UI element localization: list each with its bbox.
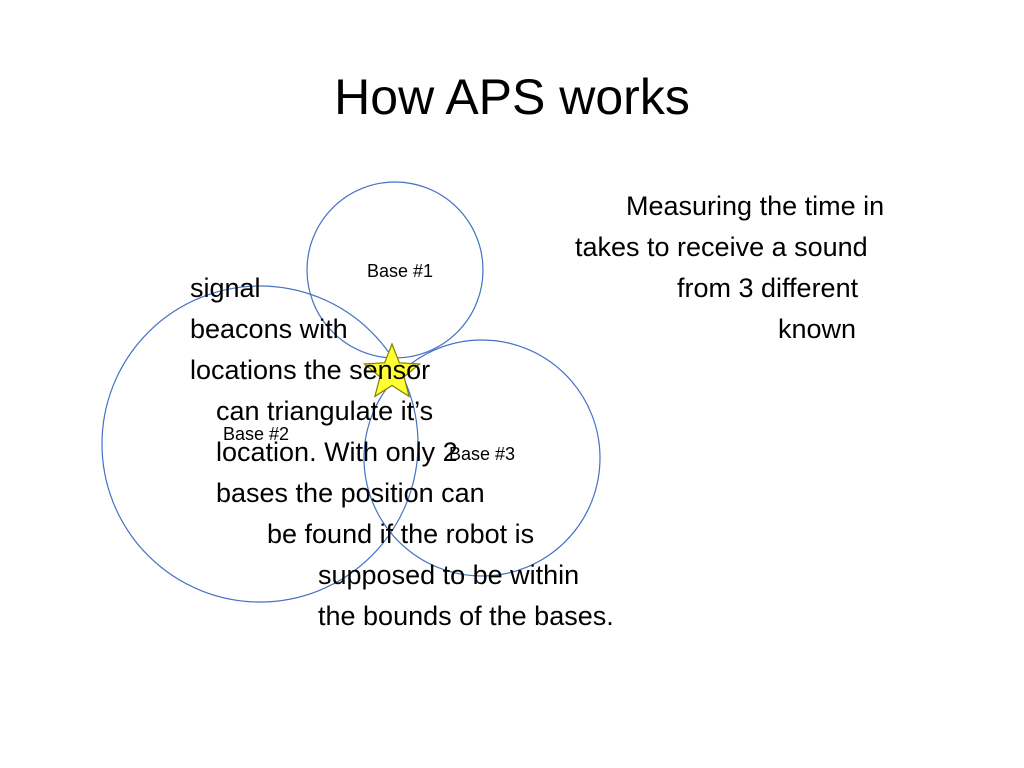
body-text-line: be found if the robot is: [267, 519, 535, 549]
base-2-label: Base #2: [223, 424, 289, 444]
body-text-line: the bounds of the bases.: [318, 601, 614, 631]
body-text-line: signal: [190, 273, 261, 303]
body-text-line: Measuring the time in: [626, 191, 885, 221]
body-text-line: bases the position can: [216, 478, 485, 508]
base-2-circle: [101, 285, 419, 603]
body-text-line: beacons with: [190, 314, 348, 344]
body-text-line: location. With only 2: [216, 437, 458, 467]
body-text-line: supposed to be within: [318, 560, 580, 590]
base-1-label: Base #1: [367, 261, 433, 281]
body-text-line: takes to receive a sound: [575, 232, 868, 262]
body-text-line: can triangulate it’s: [216, 396, 434, 426]
base-3-label: Base #3: [449, 444, 515, 464]
body-text-line: locations the sensor: [190, 355, 431, 385]
base-3-circle: [363, 339, 601, 577]
body-text-line: from 3 different: [677, 273, 859, 303]
star-icon: [362, 342, 422, 398]
body-text-line: known: [778, 314, 857, 344]
slide-title: How APS works: [334, 69, 690, 125]
